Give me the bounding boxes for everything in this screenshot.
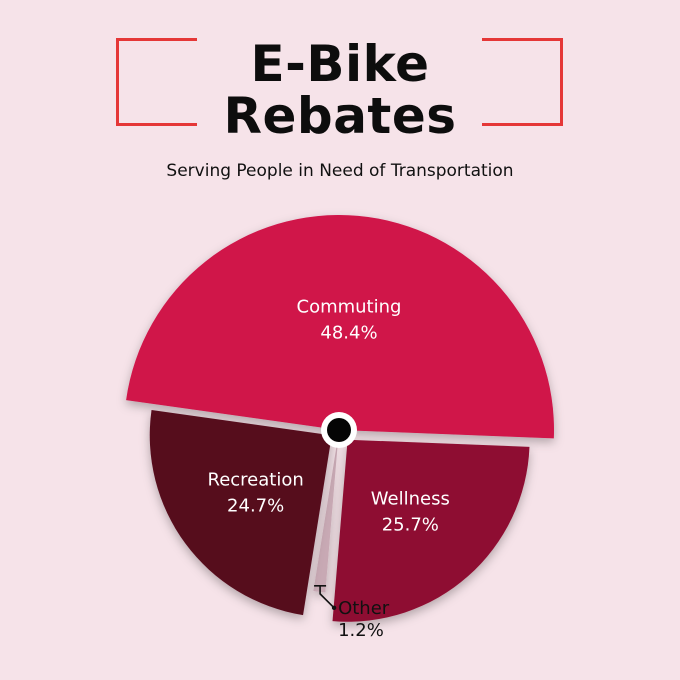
title-bracket-right (482, 38, 563, 126)
slice-value-other: 1.2% (338, 620, 384, 641)
pie-slice-commuting (126, 215, 555, 439)
slice-label-wellness: Wellness (371, 489, 450, 510)
chart-subtitle: Serving People in Need of Transportation (166, 161, 514, 181)
other-leader-dot (331, 605, 337, 611)
title-line-2: Rebates (223, 87, 457, 145)
slice-value-commuting: 48.4% (320, 323, 377, 344)
slice-label-recreation: Recreation (208, 470, 304, 491)
slice-value-wellness: 25.7% (382, 515, 439, 536)
pie-slice-wellness (332, 439, 530, 622)
title-line-1: E-Bike (250, 35, 430, 93)
center-marker (321, 412, 357, 448)
slice-label-other: Other (338, 598, 390, 619)
chart-title: E-Bike Rebates (0, 38, 680, 142)
pie-slice-other (313, 432, 339, 593)
center-marker-dot (327, 418, 351, 442)
other-leader-line (314, 585, 335, 609)
slice-value-recreation: 24.7% (227, 496, 284, 517)
slice-label-commuting: Commuting (297, 297, 402, 318)
pie-slice-recreation (149, 410, 332, 616)
pie-slices (126, 215, 555, 622)
title-bracket-left (116, 38, 197, 126)
